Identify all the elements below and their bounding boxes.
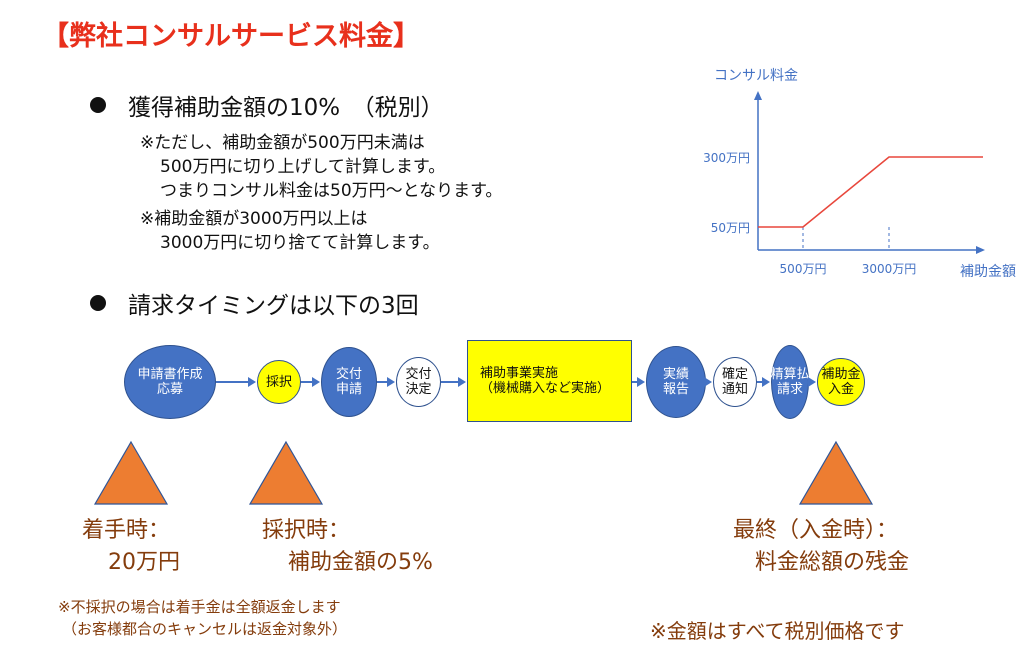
bullet-dot <box>90 295 106 311</box>
step-grant-decision-label: 交付 決定 <box>405 367 432 397</box>
billing-2-amount: 補助金額の5% <box>288 550 433 575</box>
step-adopted: 採択 <box>257 360 301 404</box>
billing-3-amount: 料金総額の残金 <box>755 550 910 575</box>
x-axis-arrow <box>976 246 985 254</box>
billing-2-label: 採択時： <box>262 518 351 543</box>
x-tick-label: 500万円 <box>780 262 827 276</box>
step-apply: 申請書作成 応募 <box>124 345 216 419</box>
billing-marker-2 <box>248 440 324 505</box>
step-settlement-label: 精算払 請求 <box>770 367 810 397</box>
footnote-left-1: ※不採択の場合は着手金は全額返金します <box>58 598 341 616</box>
flow-arrow-head <box>248 377 256 387</box>
flow-arrow <box>377 381 388 383</box>
footnote-right: ※金額はすべて税別価格です <box>650 619 905 643</box>
flow-arrow-head <box>808 377 816 387</box>
billing-1-amount: 20万円 <box>108 550 180 575</box>
note-line-3: つまりコンサル料金は50万円～となります。 <box>160 181 503 201</box>
flow-arrow <box>632 381 638 383</box>
y-axis-arrow <box>754 91 762 100</box>
flow-arrow-head <box>762 377 770 387</box>
bullet-dot <box>90 97 106 113</box>
flow-arrow-head <box>458 377 466 387</box>
flow-arrow <box>441 381 459 383</box>
flow-arrow-head <box>312 377 320 387</box>
step-grant-decision: 交付 決定 <box>396 357 441 407</box>
step-project: 補助事業実施 （機械購入など実施） <box>467 340 632 422</box>
flow-arrow <box>301 381 313 383</box>
step-payment-label: 補助金 入金 <box>821 367 861 397</box>
billing-marker-1 <box>93 440 169 505</box>
step-confirm: 確定 通知 <box>713 357 757 407</box>
step-grant-apply-label: 交付 申請 <box>335 367 362 397</box>
bullet-billing-timing-text: 請求タイミングは以下の3回 <box>128 293 419 319</box>
billing-3-label: 最終（入金時）： <box>733 518 899 543</box>
step-project-label: 補助事業実施 （機械購入など実施） <box>480 366 611 396</box>
page-title: 【弊社コンサルサービス料金】 <box>42 21 420 52</box>
bullet-fee-rate: 獲得補助金額の10% （税別） <box>90 88 444 122</box>
fee-series-line <box>758 156 983 228</box>
step-report: 実績 報告 <box>646 346 706 418</box>
step-settlement: 精算払 請求 <box>770 345 810 419</box>
step-apply-label: 申請書作成 応募 <box>137 367 203 397</box>
flow-arrow-head <box>637 377 645 387</box>
step-grant-apply: 交付 申請 <box>321 347 377 417</box>
x-axis-label: 補助金額 <box>960 264 1016 280</box>
step-report-label: 実績 報告 <box>662 367 689 397</box>
billing-marker-3 <box>798 440 874 505</box>
note-line-5: 3000万円に切り捨てて計算します。 <box>160 233 440 253</box>
flow-arrow-head <box>704 377 712 387</box>
flow-arrow <box>216 381 249 383</box>
step-payment: 補助金 入金 <box>817 358 865 406</box>
y-tick-label: 50万円 <box>711 221 750 235</box>
note-line-2: 500万円に切り上げして計算します。 <box>160 157 446 177</box>
footnote-left-2: （お客様都合のキャンセルは返金対象外） <box>62 620 348 638</box>
y-axis-label: コンサル料金 <box>714 68 798 84</box>
billing-1-label: 着手時： <box>82 518 171 543</box>
y-tick-label: 300万円 <box>703 151 750 165</box>
note-line-1: ※ただし、補助金額が500万円未満は <box>140 133 425 153</box>
flow-arrow-head <box>387 377 395 387</box>
bullet-fee-rate-text: 獲得補助金額の10% （税別） <box>128 95 444 121</box>
flow-arrow <box>757 381 763 383</box>
note-line-4: ※補助金額が3000万円以上は <box>140 209 368 229</box>
bullet-billing-timing: 請求タイミングは以下の3回 <box>90 286 419 320</box>
x-tick-label: 3000万円 <box>862 262 917 276</box>
step-adopted-label: 採択 <box>265 374 292 390</box>
step-confirm-label: 確定 通知 <box>721 367 748 397</box>
